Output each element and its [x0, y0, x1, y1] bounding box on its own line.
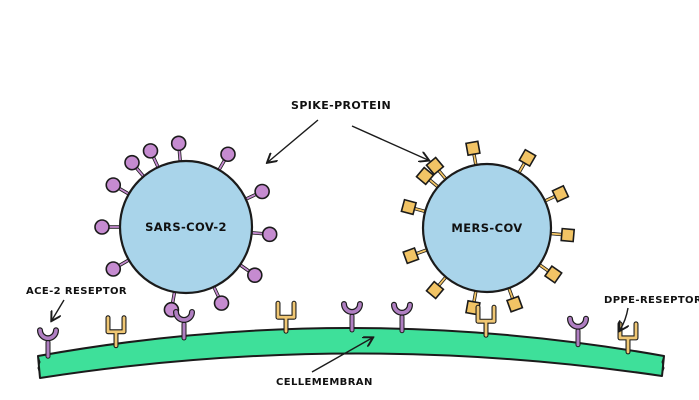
mers-cov-virus [400, 140, 576, 316]
dppe-receptor-icon [475, 304, 497, 338]
spike-arrow-left [268, 119, 319, 162]
spike-arrow-right [351, 125, 428, 160]
mers-spike-icon [539, 184, 570, 205]
dppe-arrow [620, 307, 628, 330]
ace2-receptor-icon [391, 301, 413, 334]
dppe-receptor-icon [275, 300, 297, 334]
dppe-receptor-icon [105, 315, 127, 349]
ace2-receptor-icon [341, 301, 363, 333]
dppe-receptor-icon [617, 321, 639, 355]
ace2-receptor-icon [37, 327, 59, 359]
mers-spike-icon [534, 260, 563, 284]
cell-membrane [37, 327, 665, 379]
ace2-receptor-icon [173, 308, 195, 341]
sars-cov-2-label: SARS-COV-2 [145, 220, 227, 234]
membrane-texture [37, 355, 665, 375]
ace2-receptor-icon [567, 315, 589, 348]
sars-cov-2-virus [94, 135, 278, 318]
mers-cov-body [421, 162, 553, 294]
ace2-arrow [52, 299, 65, 320]
receptor-group [37, 300, 639, 359]
spike-protein-label: SPIKE-PROTEIN [291, 99, 391, 112]
membrane-arrow [311, 338, 372, 373]
cell-membrane-label: CELLEMEMBRAN [276, 377, 373, 388]
sars-spike-icon [170, 135, 187, 167]
mers-cov-label: MERS-COV [451, 221, 522, 235]
sars-cov-2-body [118, 159, 254, 295]
dppe-receptor-label: DPPE-RESEPTOR [604, 295, 699, 306]
ace2-receptor-label: ACE-2 RESEPTOR [26, 286, 127, 297]
sars-spike-group [94, 135, 278, 318]
